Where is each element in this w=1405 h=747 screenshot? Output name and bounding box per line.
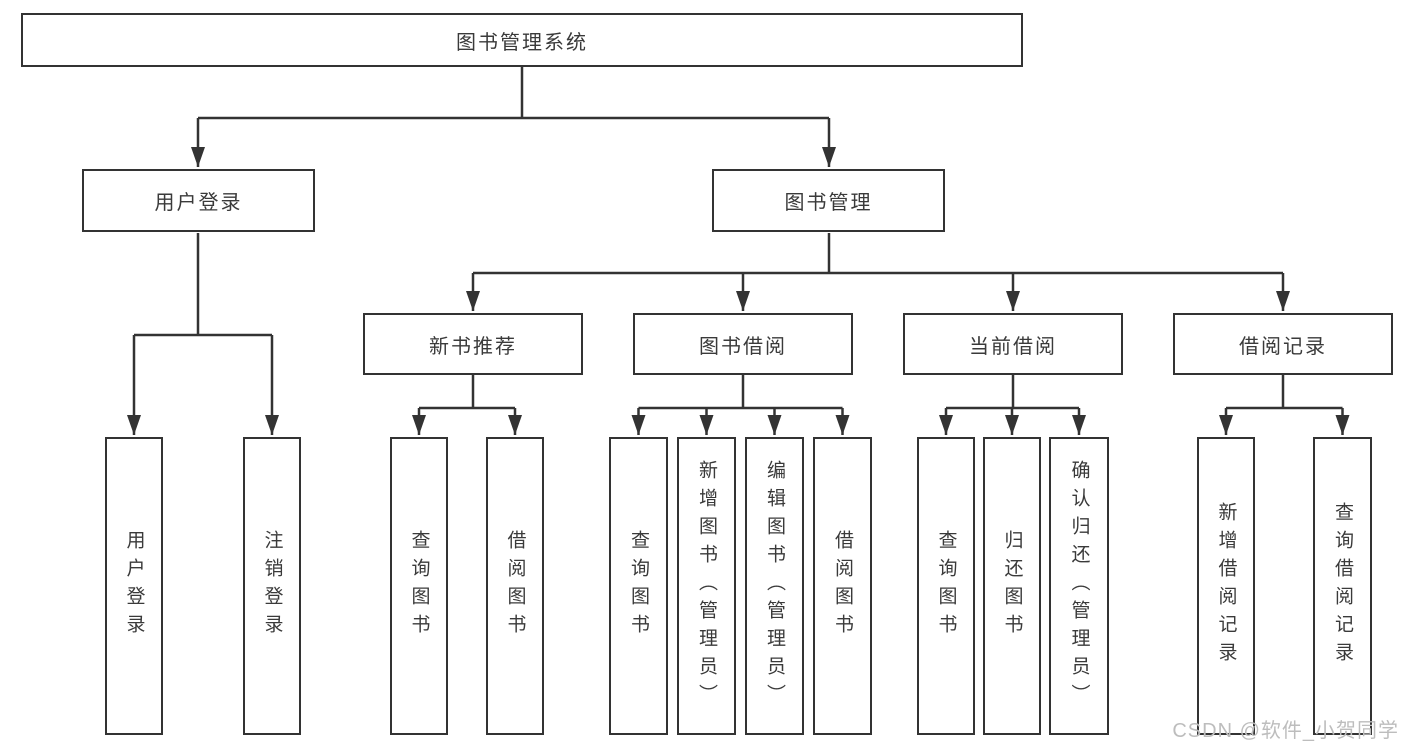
node-library-system: 图书管理系统	[21, 13, 1023, 67]
node-user-login-label: 用户登录	[154, 192, 243, 214]
node-borrowing-records: 借阅记录	[1173, 313, 1393, 375]
node-leaf-edit-book-admin: 编辑图书（管理员）	[745, 437, 804, 735]
node-book-borrowing-label: 图书借阅	[699, 335, 787, 358]
node-leaf-add-book-admin-label: 新增图书（管理员）	[696, 460, 717, 712]
csdn-watermark: CSDN @软件_小贺同学	[1172, 720, 1399, 742]
node-book-management-label: 图书管理	[784, 192, 873, 214]
node-leaf-query-book-3: 查询图书	[917, 437, 975, 735]
node-leaf-query-book-2: 查询图书	[609, 437, 668, 735]
node-leaf-user-login-label: 用户登录	[123, 530, 145, 642]
node-leaf-borrow-book-2-label: 借阅图书	[832, 530, 853, 642]
node-leaf-add-borrow-record-label: 新增借阅记录	[1215, 502, 1237, 670]
node-leaf-borrow-book-1-label: 借阅图书	[504, 530, 526, 642]
node-leaf-logout-label: 注销登录	[261, 530, 283, 642]
node-leaf-borrow-book-1: 借阅图书	[486, 437, 544, 735]
node-current-borrowing-label: 当前借阅	[969, 335, 1057, 358]
node-current-borrowing: 当前借阅	[903, 313, 1123, 375]
node-leaf-query-book-2-label: 查询图书	[628, 530, 649, 642]
node-borrowing-records-label: 借阅记录	[1239, 335, 1327, 358]
node-book-borrowing: 图书借阅	[633, 313, 853, 375]
node-leaf-confirm-return-admin: 确认归还（管理员）	[1049, 437, 1109, 735]
node-new-book-recommend-label: 新书推荐	[429, 335, 517, 358]
node-leaf-user-login: 用户登录	[105, 437, 163, 735]
node-leaf-return-book-label: 归还图书	[1001, 530, 1023, 642]
node-user-login: 用户登录	[82, 169, 315, 232]
node-leaf-return-book: 归还图书	[983, 437, 1041, 735]
node-leaf-logout: 注销登录	[243, 437, 301, 735]
node-leaf-query-book-3-label: 查询图书	[935, 530, 957, 642]
node-leaf-query-book-1: 查询图书	[390, 437, 448, 735]
node-leaf-edit-book-admin-label: 编辑图书（管理员）	[764, 460, 785, 712]
node-leaf-query-borrow-record-label: 查询借阅记录	[1332, 502, 1353, 670]
node-book-management: 图书管理	[712, 169, 945, 232]
node-new-book-recommend: 新书推荐	[363, 313, 583, 375]
node-leaf-query-borrow-record: 查询借阅记录	[1313, 437, 1372, 735]
node-leaf-add-borrow-record: 新增借阅记录	[1197, 437, 1255, 735]
connector-line	[134, 67, 1343, 410]
node-leaf-query-book-1-label: 查询图书	[408, 530, 430, 642]
node-leaf-add-book-admin: 新增图书（管理员）	[677, 437, 736, 735]
node-leaf-borrow-book-2: 借阅图书	[813, 437, 872, 735]
node-leaf-confirm-return-admin-label: 确认归还（管理员）	[1068, 460, 1090, 712]
node-library-system-label: 图书管理系统	[456, 31, 588, 54]
connector-lines	[127, 67, 1350, 435]
